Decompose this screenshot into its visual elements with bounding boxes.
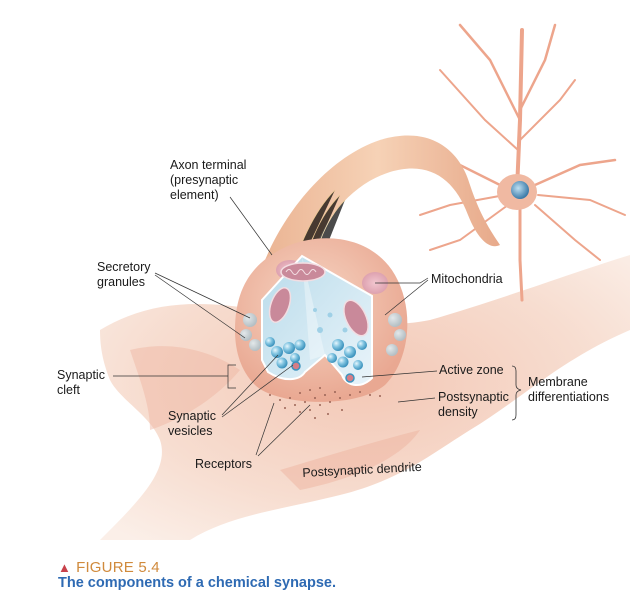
leader-lines [113, 196, 438, 457]
membrane-brace [511, 365, 522, 421]
label-synaptic-vesicles: Synaptic vesicles [168, 409, 216, 439]
label-secretory-granules: Secretory granules [97, 260, 151, 290]
label-line: density [438, 405, 478, 419]
label-line: (presynaptic [170, 173, 239, 187]
label-line: Postsynaptic [438, 390, 509, 404]
label-active-zone: Active zone [439, 363, 504, 378]
label-line: Axon terminal [170, 158, 247, 172]
axon [255, 135, 500, 290]
tissue-shade [280, 430, 420, 490]
tissue-shade [130, 346, 240, 430]
postsynaptic-dendrite-shape [100, 255, 630, 540]
fusing-vesicle [345, 373, 355, 383]
label-line: Synaptic [57, 368, 105, 382]
receptors [269, 387, 381, 419]
label-line: differentiations [528, 390, 610, 404]
neuron-dendrites [408, 23, 626, 302]
triangle-marker-icon: ▲ [58, 560, 72, 575]
label-line: granules [97, 275, 145, 289]
mitochondria-cut [268, 262, 369, 337]
label-line: Mitochondria [431, 272, 503, 286]
fusing-vesicle [291, 361, 301, 371]
label-membrane-differentiations: Membrane differentiations [528, 375, 609, 405]
label-line: vesicles [168, 424, 213, 438]
label-line: Membrane [528, 375, 588, 389]
synaptic-vesicles [265, 308, 367, 370]
secretory-granules [240, 313, 406, 356]
label-line: Receptors [195, 457, 252, 471]
figure-caption: The components of a chemical synapse. [58, 575, 336, 591]
label-line: Synaptic [168, 409, 216, 423]
label-line: element) [170, 188, 219, 202]
neuron-nucleus [511, 181, 529, 199]
label-axon-terminal: Axon terminal (presynaptic element) [170, 158, 246, 203]
label-line: cleft [57, 383, 80, 397]
label-mitochondria: Mitochondria [431, 272, 503, 287]
label-synaptic-cleft: Synaptic cleft [57, 368, 105, 398]
figure-number-text: FIGURE 5.4 [76, 559, 160, 576]
figure-number: ▲ FIGURE 5.4 [58, 559, 160, 576]
label-postsynaptic-density: Postsynaptic density [438, 390, 509, 420]
label-receptors: Receptors [195, 457, 252, 472]
label-line: Active zone [439, 363, 504, 377]
label-line: Secretory [97, 260, 151, 274]
